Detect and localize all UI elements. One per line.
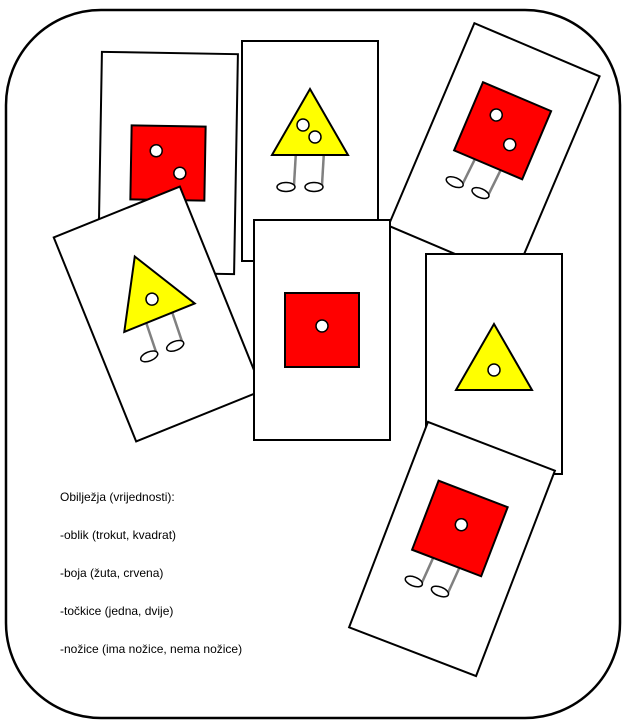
legend-item-color: -boja (žuta, crvena) — [60, 566, 163, 580]
legend-item-legs: -nožice (ima nožice, nema nožice) — [60, 642, 242, 656]
right-foot — [305, 183, 323, 192]
legend-item-dots: -točkice (jedna, dvije) — [60, 604, 173, 618]
legend-title: Obilježja (vrijednosti): — [60, 490, 175, 504]
card-5 — [254, 220, 390, 440]
dot — [488, 364, 500, 376]
square-shape — [130, 125, 205, 200]
left-foot — [277, 183, 295, 192]
dot — [150, 145, 162, 157]
dot — [316, 320, 328, 332]
dot — [309, 131, 321, 143]
dot — [174, 167, 186, 179]
dot — [297, 119, 309, 131]
legend-item-shape: -oblik (trokut, kvadrat) — [60, 528, 176, 542]
